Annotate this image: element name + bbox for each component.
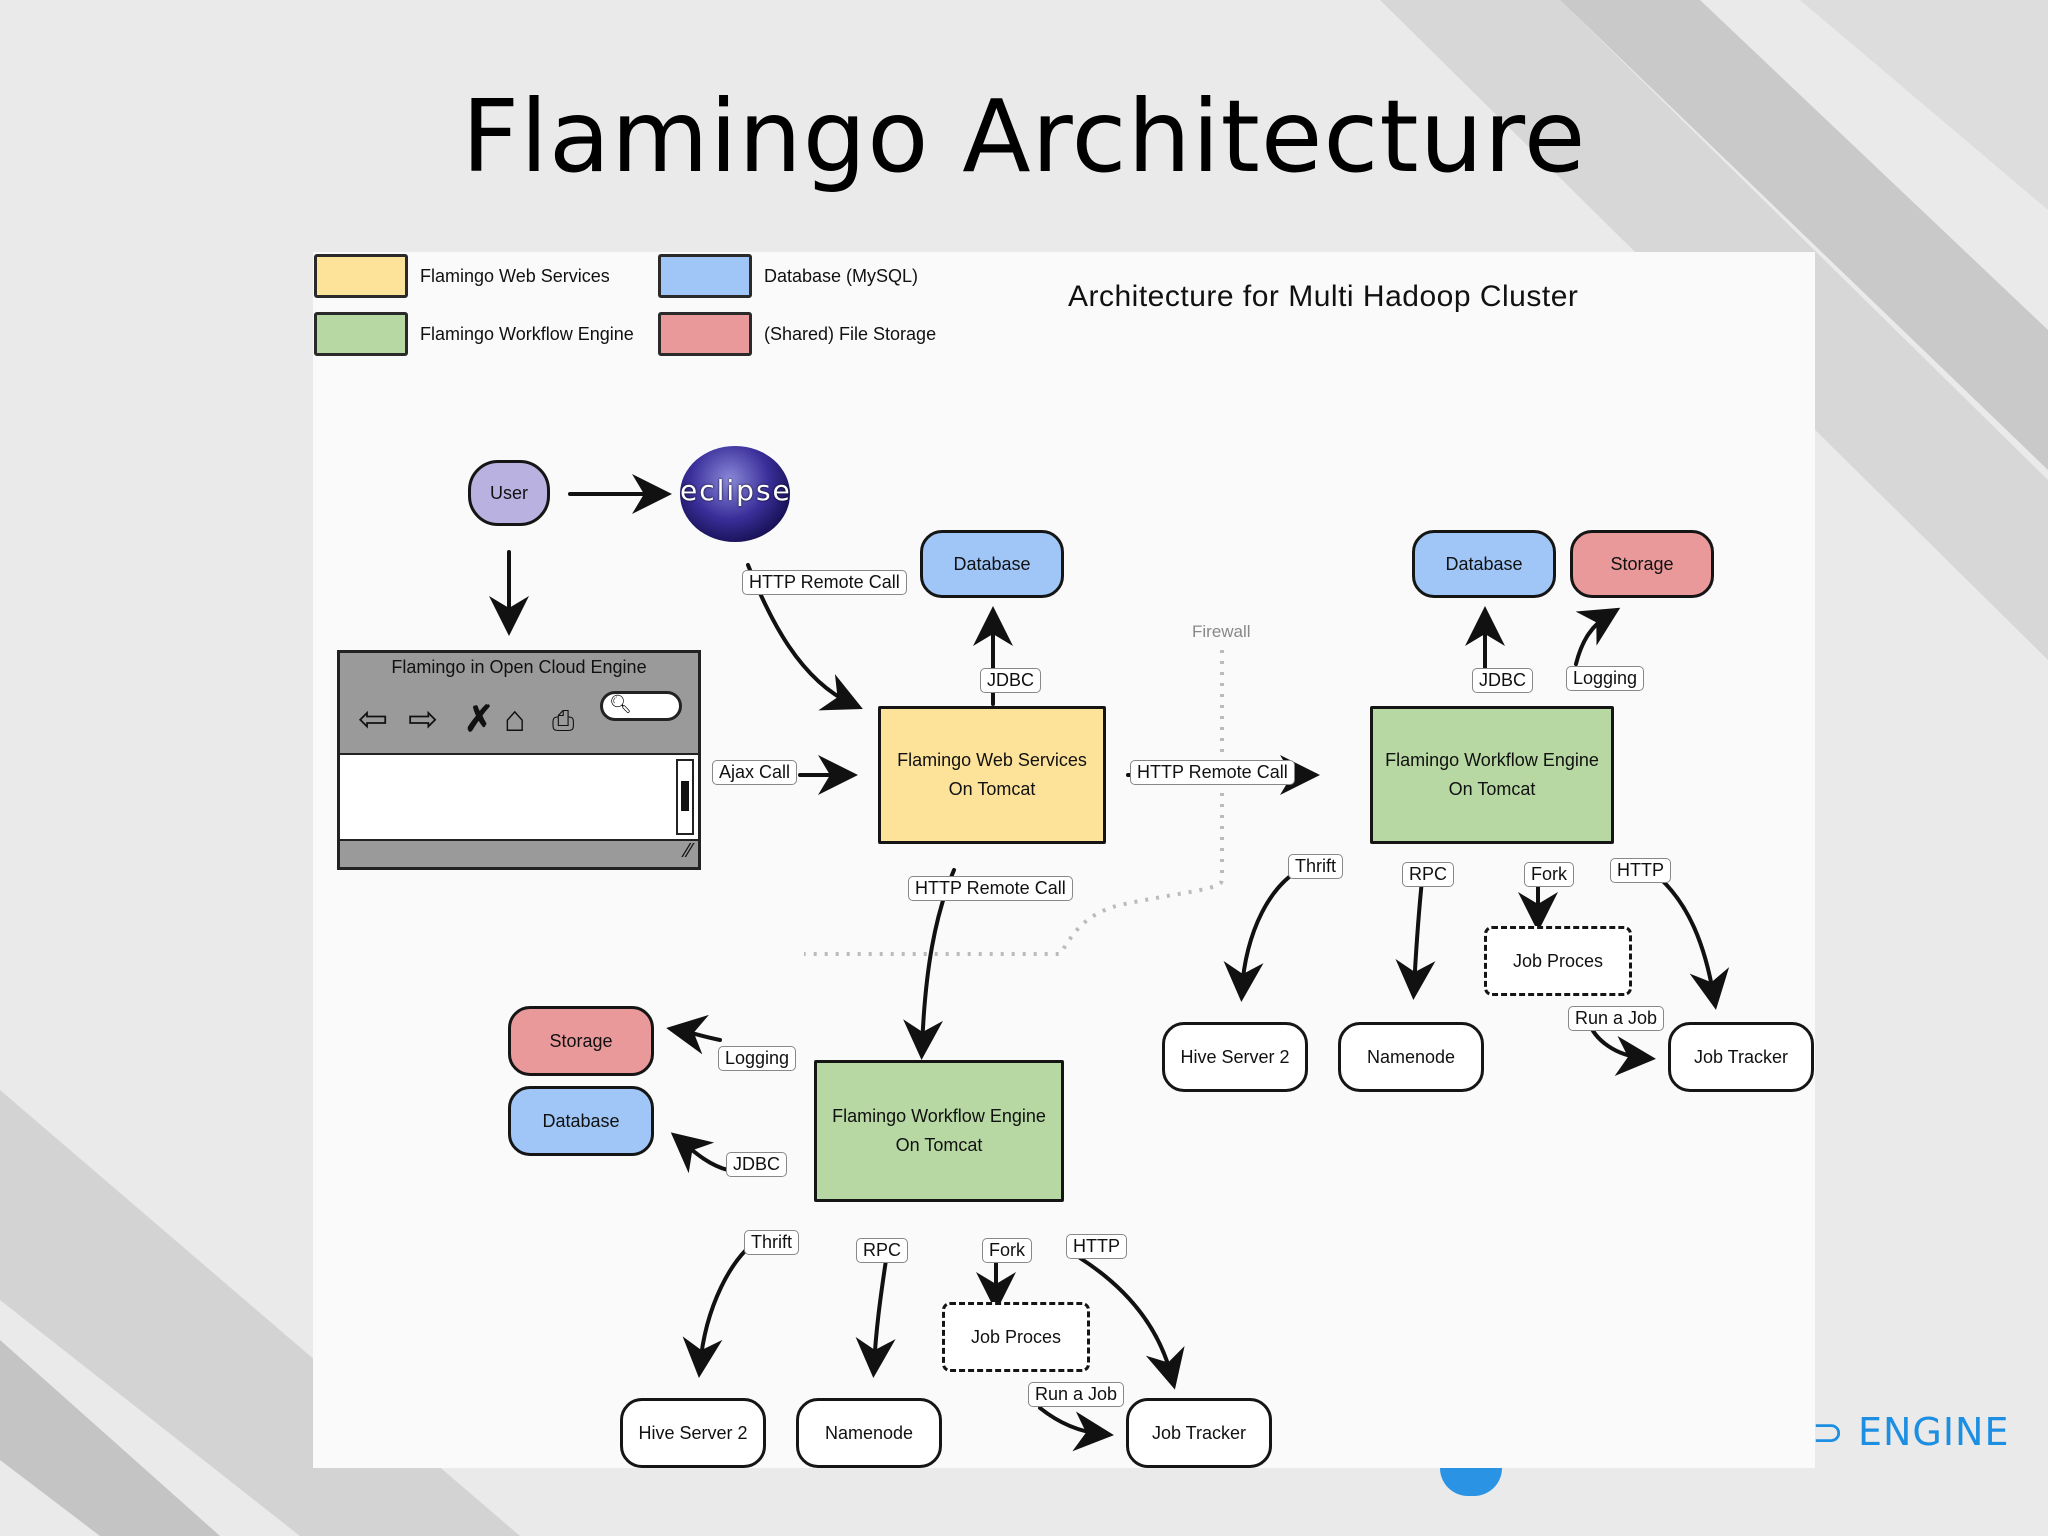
label-rpc-remote: RPC bbox=[1402, 862, 1455, 887]
local-job-tracker-node: Job Tracker bbox=[1126, 1398, 1272, 1468]
remote-job-process-node: Job Proces bbox=[1484, 926, 1632, 996]
label-fork-remote: Fork bbox=[1524, 862, 1574, 887]
legend-swatch-green bbox=[314, 312, 408, 356]
remote-hive-server-node: Hive Server 2 bbox=[1162, 1022, 1308, 1092]
legend-workflow-engine: Flamingo Workflow Engine bbox=[314, 312, 634, 356]
legend-label: (Shared) File Storage bbox=[764, 323, 937, 344]
home-icon[interactable]: ⌂ bbox=[504, 698, 526, 739]
label-logging-remote: Logging bbox=[1566, 666, 1645, 691]
diagram-title: Architecture for Multi Hadoop Cluster bbox=[1068, 280, 1579, 313]
label-http-remote: HTTP bbox=[1610, 858, 1671, 883]
local-workflow-engine-node: Flamingo Workflow Engine On Tomcat bbox=[814, 1060, 1064, 1202]
legend-label: Flamingo Web Services bbox=[420, 265, 610, 286]
browser-title: Flamingo in Open Cloud Engine bbox=[391, 657, 647, 677]
remote-engine-line2: On Tomcat bbox=[1448, 779, 1536, 799]
label-thrift-remote: Thrift bbox=[1288, 854, 1344, 879]
legend-file-storage: (Shared) File Storage bbox=[658, 312, 936, 356]
eclipse-logo-text: eclipse bbox=[680, 474, 792, 507]
legend-swatch-blue bbox=[658, 254, 752, 298]
legend-label: Flamingo Workflow Engine bbox=[420, 323, 634, 344]
brand-partial-glyph: ⊃ bbox=[1812, 1410, 1845, 1454]
remote-namenode-node: Namenode bbox=[1338, 1022, 1484, 1092]
scrollbar[interactable] bbox=[676, 759, 694, 835]
local-namenode-node: Namenode bbox=[796, 1398, 942, 1468]
remote-workflow-engine-node: Flamingo Workflow Engine On Tomcat bbox=[1370, 706, 1614, 844]
browser-window: Flamingo in Open Cloud Engine ⇦ ⇨ ✗ ⌂ ⎙ … bbox=[337, 650, 701, 870]
remote-job-tracker-node: Job Tracker bbox=[1668, 1022, 1814, 1092]
user-node: User bbox=[468, 460, 550, 526]
resize-grip-icon[interactable]: ⁄⁄ bbox=[685, 840, 692, 862]
legend-database: Database (MySQL) bbox=[658, 254, 918, 298]
label-run-a-job-local: Run a Job bbox=[1028, 1382, 1125, 1407]
search-icon: 🔍︎ bbox=[609, 694, 632, 714]
firewall-label: Firewall bbox=[1192, 622, 1251, 641]
legend-label: Database (MySQL) bbox=[764, 265, 919, 286]
web-database-node: Database bbox=[920, 530, 1064, 598]
legend-swatch-red bbox=[658, 312, 752, 356]
label-http-remote-call-local: HTTP Remote Call bbox=[908, 876, 1073, 901]
local-engine-line1: Flamingo Workflow Engine bbox=[832, 1106, 1046, 1127]
stop-icon[interactable]: ✗ bbox=[464, 698, 495, 739]
bookmark-icon[interactable]: ⎙ bbox=[552, 705, 575, 736]
label-jdbc-local: JDBC bbox=[726, 1152, 788, 1177]
remote-database-node: Database bbox=[1412, 530, 1556, 598]
brand-logo-text: ⊃ ENGINE bbox=[1812, 1410, 2009, 1454]
local-storage-node: Storage bbox=[508, 1006, 654, 1076]
label-http-remote-call-eclipse: HTTP Remote Call bbox=[742, 570, 907, 595]
label-http-local: HTTP bbox=[1066, 1234, 1127, 1259]
eclipse-logo bbox=[680, 446, 790, 542]
legend-swatch-yellow bbox=[314, 254, 408, 298]
slide-title: Flamingo Architecture bbox=[461, 78, 1587, 195]
label-jdbc-remote: JDBC bbox=[1472, 668, 1534, 693]
brand-engine-text: ENGINE bbox=[1857, 1410, 2010, 1454]
label-thrift-local: Thrift bbox=[744, 1230, 800, 1255]
back-arrow-icon[interactable]: ⇦ bbox=[358, 698, 389, 739]
browser-content bbox=[340, 753, 698, 841]
local-engine-line2: On Tomcat bbox=[895, 1135, 983, 1155]
web-services-line2: On Tomcat bbox=[948, 779, 1036, 799]
local-job-process-node: Job Proces bbox=[942, 1302, 1090, 1372]
label-http-remote-call-engine: HTTP Remote Call bbox=[1130, 760, 1295, 785]
local-database-node: Database bbox=[508, 1086, 654, 1156]
label-run-a-job-remote: Run a Job bbox=[1568, 1006, 1665, 1031]
search-field[interactable]: 🔍︎ bbox=[600, 691, 682, 721]
local-hive-server-node: Hive Server 2 bbox=[620, 1398, 766, 1468]
label-rpc-local: RPC bbox=[856, 1238, 909, 1263]
label-jdbc-web: JDBC bbox=[980, 668, 1042, 693]
forward-arrow-icon[interactable]: ⇨ bbox=[408, 698, 439, 739]
scrollbar-thumb[interactable] bbox=[681, 781, 689, 811]
web-services-line1: Flamingo Web Services bbox=[897, 750, 1087, 771]
label-fork-local: Fork bbox=[982, 1238, 1032, 1263]
web-services-node: Flamingo Web Services On Tomcat bbox=[878, 706, 1106, 844]
remote-engine-line1: Flamingo Workflow Engine bbox=[1385, 750, 1599, 771]
legend-web-services: Flamingo Web Services bbox=[314, 254, 610, 298]
remote-storage-node: Storage bbox=[1570, 530, 1714, 598]
label-logging-local: Logging bbox=[718, 1046, 797, 1071]
label-ajax-call: Ajax Call bbox=[712, 760, 798, 785]
